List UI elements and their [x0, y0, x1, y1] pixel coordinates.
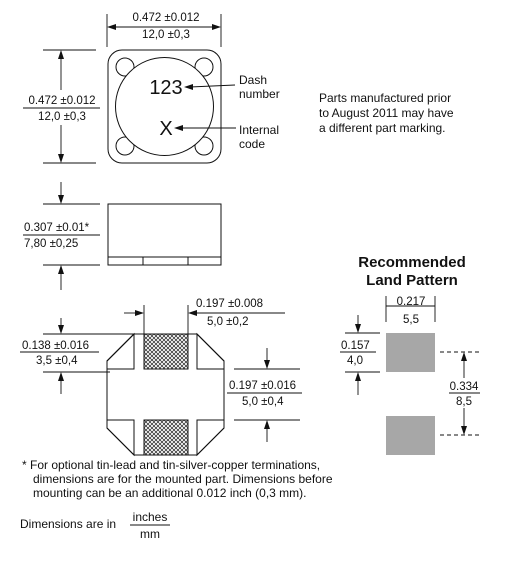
bottom-view: 0.197 ±0.008 5,0 ±0,2 0.138 ±0.016 3,5 ±…: [20, 298, 302, 457]
side-height-inches: 0.307 ±0.01*: [24, 222, 90, 234]
note-line-2: to August 2011 may have: [319, 106, 454, 120]
footnote: * For optional tin-lead and tin-silver-c…: [22, 458, 333, 500]
note-line-1: Parts manufactured prior: [319, 91, 451, 105]
units-legend: Dimensions are in inches mm: [20, 510, 170, 541]
terminal-gap-inches: 0.197 ±0.016: [229, 380, 296, 392]
internal-code-mark: X: [159, 118, 172, 140]
top-height-inches: 0.472 ±0.012: [28, 95, 95, 107]
footnote-line-1: * For optional tin-lead and tin-silver-c…: [22, 458, 320, 472]
dash-number-mark: 123: [149, 77, 182, 99]
dash-number-label-1: Dash: [239, 73, 267, 87]
units-numerator: inches: [133, 510, 168, 524]
side-height-mm: 7,80 ±0,25: [24, 238, 78, 250]
side-view: 0.307 ±0.01* 7,80 ±0,25: [23, 182, 222, 290]
part-marking-note: Parts manufactured prior to August 2011 …: [319, 91, 454, 135]
land-pattern: Recommended Land Pattern 0.217 5,5 0.157…: [340, 254, 480, 455]
terminal-width-mm: 5,0 ±0,2: [207, 316, 248, 328]
note-line-3: a different part marking.: [319, 121, 446, 135]
pad-height-inches: 0.157: [341, 340, 370, 352]
footnote-line-3: mounting can be an additional 0.012 inch…: [33, 486, 307, 500]
land-pattern-title-2: Land Pattern: [366, 272, 458, 289]
terminal-gap-mm: 5,0 ±0,4: [242, 396, 284, 408]
pad-width-inches: 0.217: [397, 296, 426, 308]
component-body-top: [107, 49, 222, 164]
corner-tab-bl: [115, 136, 135, 156]
land-pattern-title-1: Recommended: [358, 254, 466, 271]
overall-mm: 8,5: [456, 396, 472, 408]
top-width-inches: 0.472 ±0.012: [132, 12, 199, 24]
footnote-line-2: dimensions are for the mounted part. Dim…: [33, 472, 333, 486]
terminal-length-inches: 0.138 ±0.016: [22, 340, 89, 352]
corner-tab-tr: [194, 57, 214, 77]
top-view: 0.472 ±0.012 12,0 ±0,3 0.472 ±0.012 12,0…: [23, 12, 280, 164]
units-denominator: mm: [140, 527, 160, 541]
land-pad-bottom: [386, 416, 435, 455]
internal-code-label-1: Internal: [239, 123, 279, 137]
corner-tab-br: [194, 136, 214, 156]
pad-height-mm: 4,0: [347, 355, 363, 367]
pad-width-mm: 5,5: [403, 314, 419, 326]
land-pad-top: [386, 333, 435, 372]
terminal-top: [143, 333, 189, 370]
dash-number-label-2: number: [239, 87, 280, 101]
terminal-length-mm: 3,5 ±0,4: [36, 355, 78, 367]
terminal-bottom: [143, 419, 189, 456]
units-prefix: Dimensions are in: [20, 517, 116, 531]
overall-inches: 0.334: [450, 381, 479, 393]
terminal-width-inches: 0.197 ±0.008: [196, 298, 263, 310]
top-width-mm: 12,0 ±0,3: [142, 29, 190, 41]
top-height-mm: 12,0 ±0,3: [38, 111, 86, 123]
internal-code-label-2: code: [239, 137, 265, 151]
component-body-side: [107, 203, 222, 266]
corner-tab-tl: [115, 57, 135, 77]
core-outline: [115, 57, 214, 156]
